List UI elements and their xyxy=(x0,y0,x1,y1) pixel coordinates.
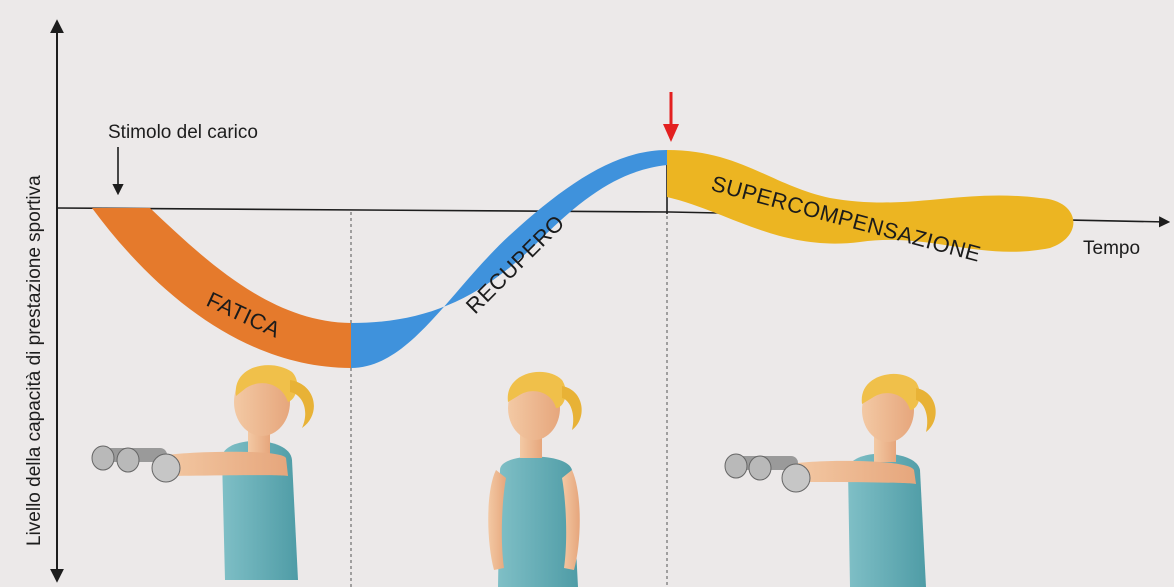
fatigue-band xyxy=(92,208,351,368)
figure-exercising-left xyxy=(92,365,314,580)
figure-resting-center xyxy=(488,372,582,587)
recovery-label: RECUPERO xyxy=(461,210,570,319)
peak-marker-arrow xyxy=(663,92,679,142)
y-axis-label: Livello della capacità di prestazione sp… xyxy=(24,175,45,546)
stimulus-label: Stimolo del carico xyxy=(108,122,258,143)
x-axis-label: Tempo xyxy=(1083,238,1140,259)
figure-exercising-right xyxy=(725,374,936,587)
